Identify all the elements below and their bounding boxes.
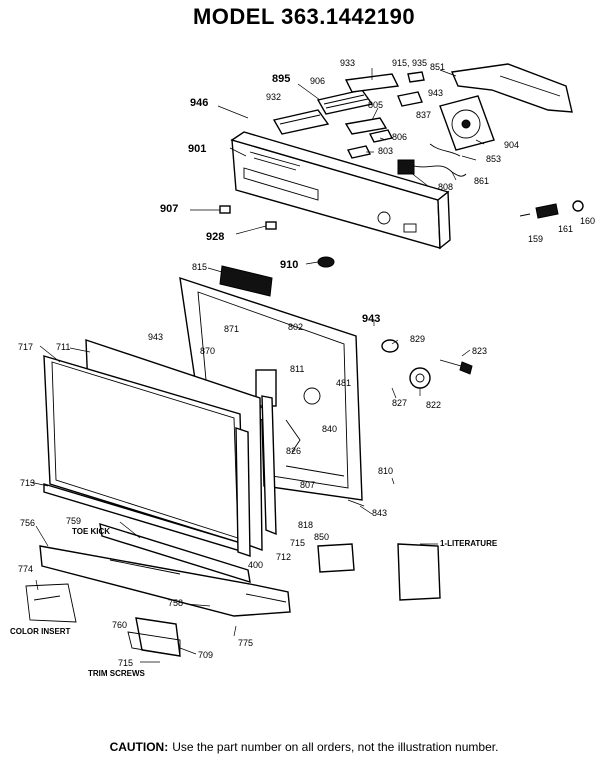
label-806: 806 (392, 132, 407, 142)
bottom-panel-756 (39, 545, 291, 617)
label-774: 774 (18, 564, 33, 574)
label-906: 906 (310, 76, 325, 86)
button-915-935 (397, 71, 425, 107)
latch-parts-829-823-822 (381, 339, 473, 389)
label-895: 895 (272, 73, 290, 85)
label-810: 810 (378, 466, 393, 476)
button-plate-932 (272, 109, 330, 135)
switch-808 (397, 159, 415, 175)
label-827: 827 (392, 398, 407, 408)
label-literature: 1-LITERATURE (440, 539, 498, 548)
label-870: 870 (200, 346, 215, 356)
label-933: 933 (340, 58, 355, 68)
switch-806 (368, 129, 394, 143)
clip-907 (219, 205, 231, 214)
label-color-insert: COLOR INSERT (10, 627, 71, 636)
label-160: 160 (580, 216, 595, 226)
diagram-title: MODEL 363.1442190 (192, 4, 416, 29)
label-400: 400 (248, 560, 263, 570)
label-715-lower: 715 (118, 658, 133, 668)
label-928: 928 (206, 231, 224, 243)
label-915-935: 915, 935 (392, 58, 427, 68)
label-803: 803 (378, 146, 393, 156)
label-837: 837 (416, 110, 431, 120)
side-rail-712 (235, 395, 277, 557)
label-840: 840 (322, 424, 337, 434)
trim-760-709 (127, 617, 181, 657)
bracket-850 (317, 543, 355, 573)
label-807: 807 (300, 480, 315, 490)
label-808: 808 (438, 182, 453, 192)
label-829: 829 (410, 334, 425, 344)
color-insert-774 (25, 583, 77, 623)
timer-904 (439, 95, 495, 151)
outer-door-panel-711-717 (43, 339, 263, 552)
label-775: 775 (238, 638, 253, 648)
label-717: 717 (18, 342, 33, 352)
label-815: 815 (192, 262, 207, 272)
toe-kick-759 (99, 522, 251, 584)
label-760: 760 (112, 620, 127, 630)
label-818: 818 (298, 520, 313, 530)
literature-sheet (397, 543, 441, 601)
label-907: 907 (160, 203, 178, 215)
label-946: 946 (190, 97, 208, 109)
label-759: 759 (66, 516, 81, 526)
label-481: 481 (336, 378, 351, 388)
callout-labels: 933 915, 935 851 895 906 946 932 805 943… (10, 58, 595, 678)
label-756: 756 (20, 518, 35, 528)
label-159: 159 (528, 234, 543, 244)
label-802: 802 (288, 322, 303, 332)
console-panel-901 (230, 131, 451, 250)
label-843: 843 (372, 508, 387, 518)
label-toe-kick: TOE KICK (72, 527, 110, 536)
switch-805 (344, 117, 388, 135)
bracket-803 (346, 145, 372, 159)
timer-switch-assembly-895 (316, 89, 374, 115)
label-901: 901 (188, 143, 206, 155)
label-853: 853 (486, 154, 501, 164)
label-811: 811 (290, 364, 304, 374)
leader-lines (29, 68, 485, 663)
label-861: 861 (474, 176, 489, 186)
label-trim-screws: TRIM SCREWS (88, 669, 146, 678)
knob-910 (317, 256, 335, 268)
label-943-left: 943 (148, 332, 163, 342)
label-851: 851 (430, 62, 445, 72)
label-871: 871 (224, 324, 239, 334)
clip-928 (265, 221, 277, 230)
label-713: 713 (20, 478, 35, 488)
wire-853 (429, 143, 461, 157)
label-826: 826 (286, 446, 301, 456)
label-943-top: 943 (428, 88, 443, 98)
switch-bar-933 (344, 73, 400, 93)
label-904: 904 (504, 140, 519, 150)
caution-note: CAUTION:Use the part number on all order… (0, 740, 608, 754)
label-161: 161 (558, 224, 573, 234)
label-715-upper: 715 (290, 538, 305, 548)
label-805: 805 (368, 100, 383, 110)
wire-861 (413, 165, 467, 177)
cord-parts-159-161-160 (519, 200, 584, 219)
inner-door-frame (179, 265, 363, 501)
label-712: 712 (276, 552, 291, 562)
label-850: 850 (314, 532, 329, 542)
label-822: 822 (426, 400, 441, 410)
label-758: 758 (168, 598, 183, 608)
caution-label: CAUTION: (109, 740, 169, 754)
caution-text: Use the part number on all orders, not t… (172, 740, 499, 754)
label-823: 823 (472, 346, 487, 356)
label-932: 932 (266, 92, 281, 102)
bracket-851 (450, 63, 573, 113)
label-910: 910 (280, 259, 298, 271)
label-711: 711 (56, 342, 70, 352)
label-709: 709 (198, 650, 213, 660)
label-943-right: 943 (362, 313, 380, 325)
hook-843 (347, 499, 365, 507)
